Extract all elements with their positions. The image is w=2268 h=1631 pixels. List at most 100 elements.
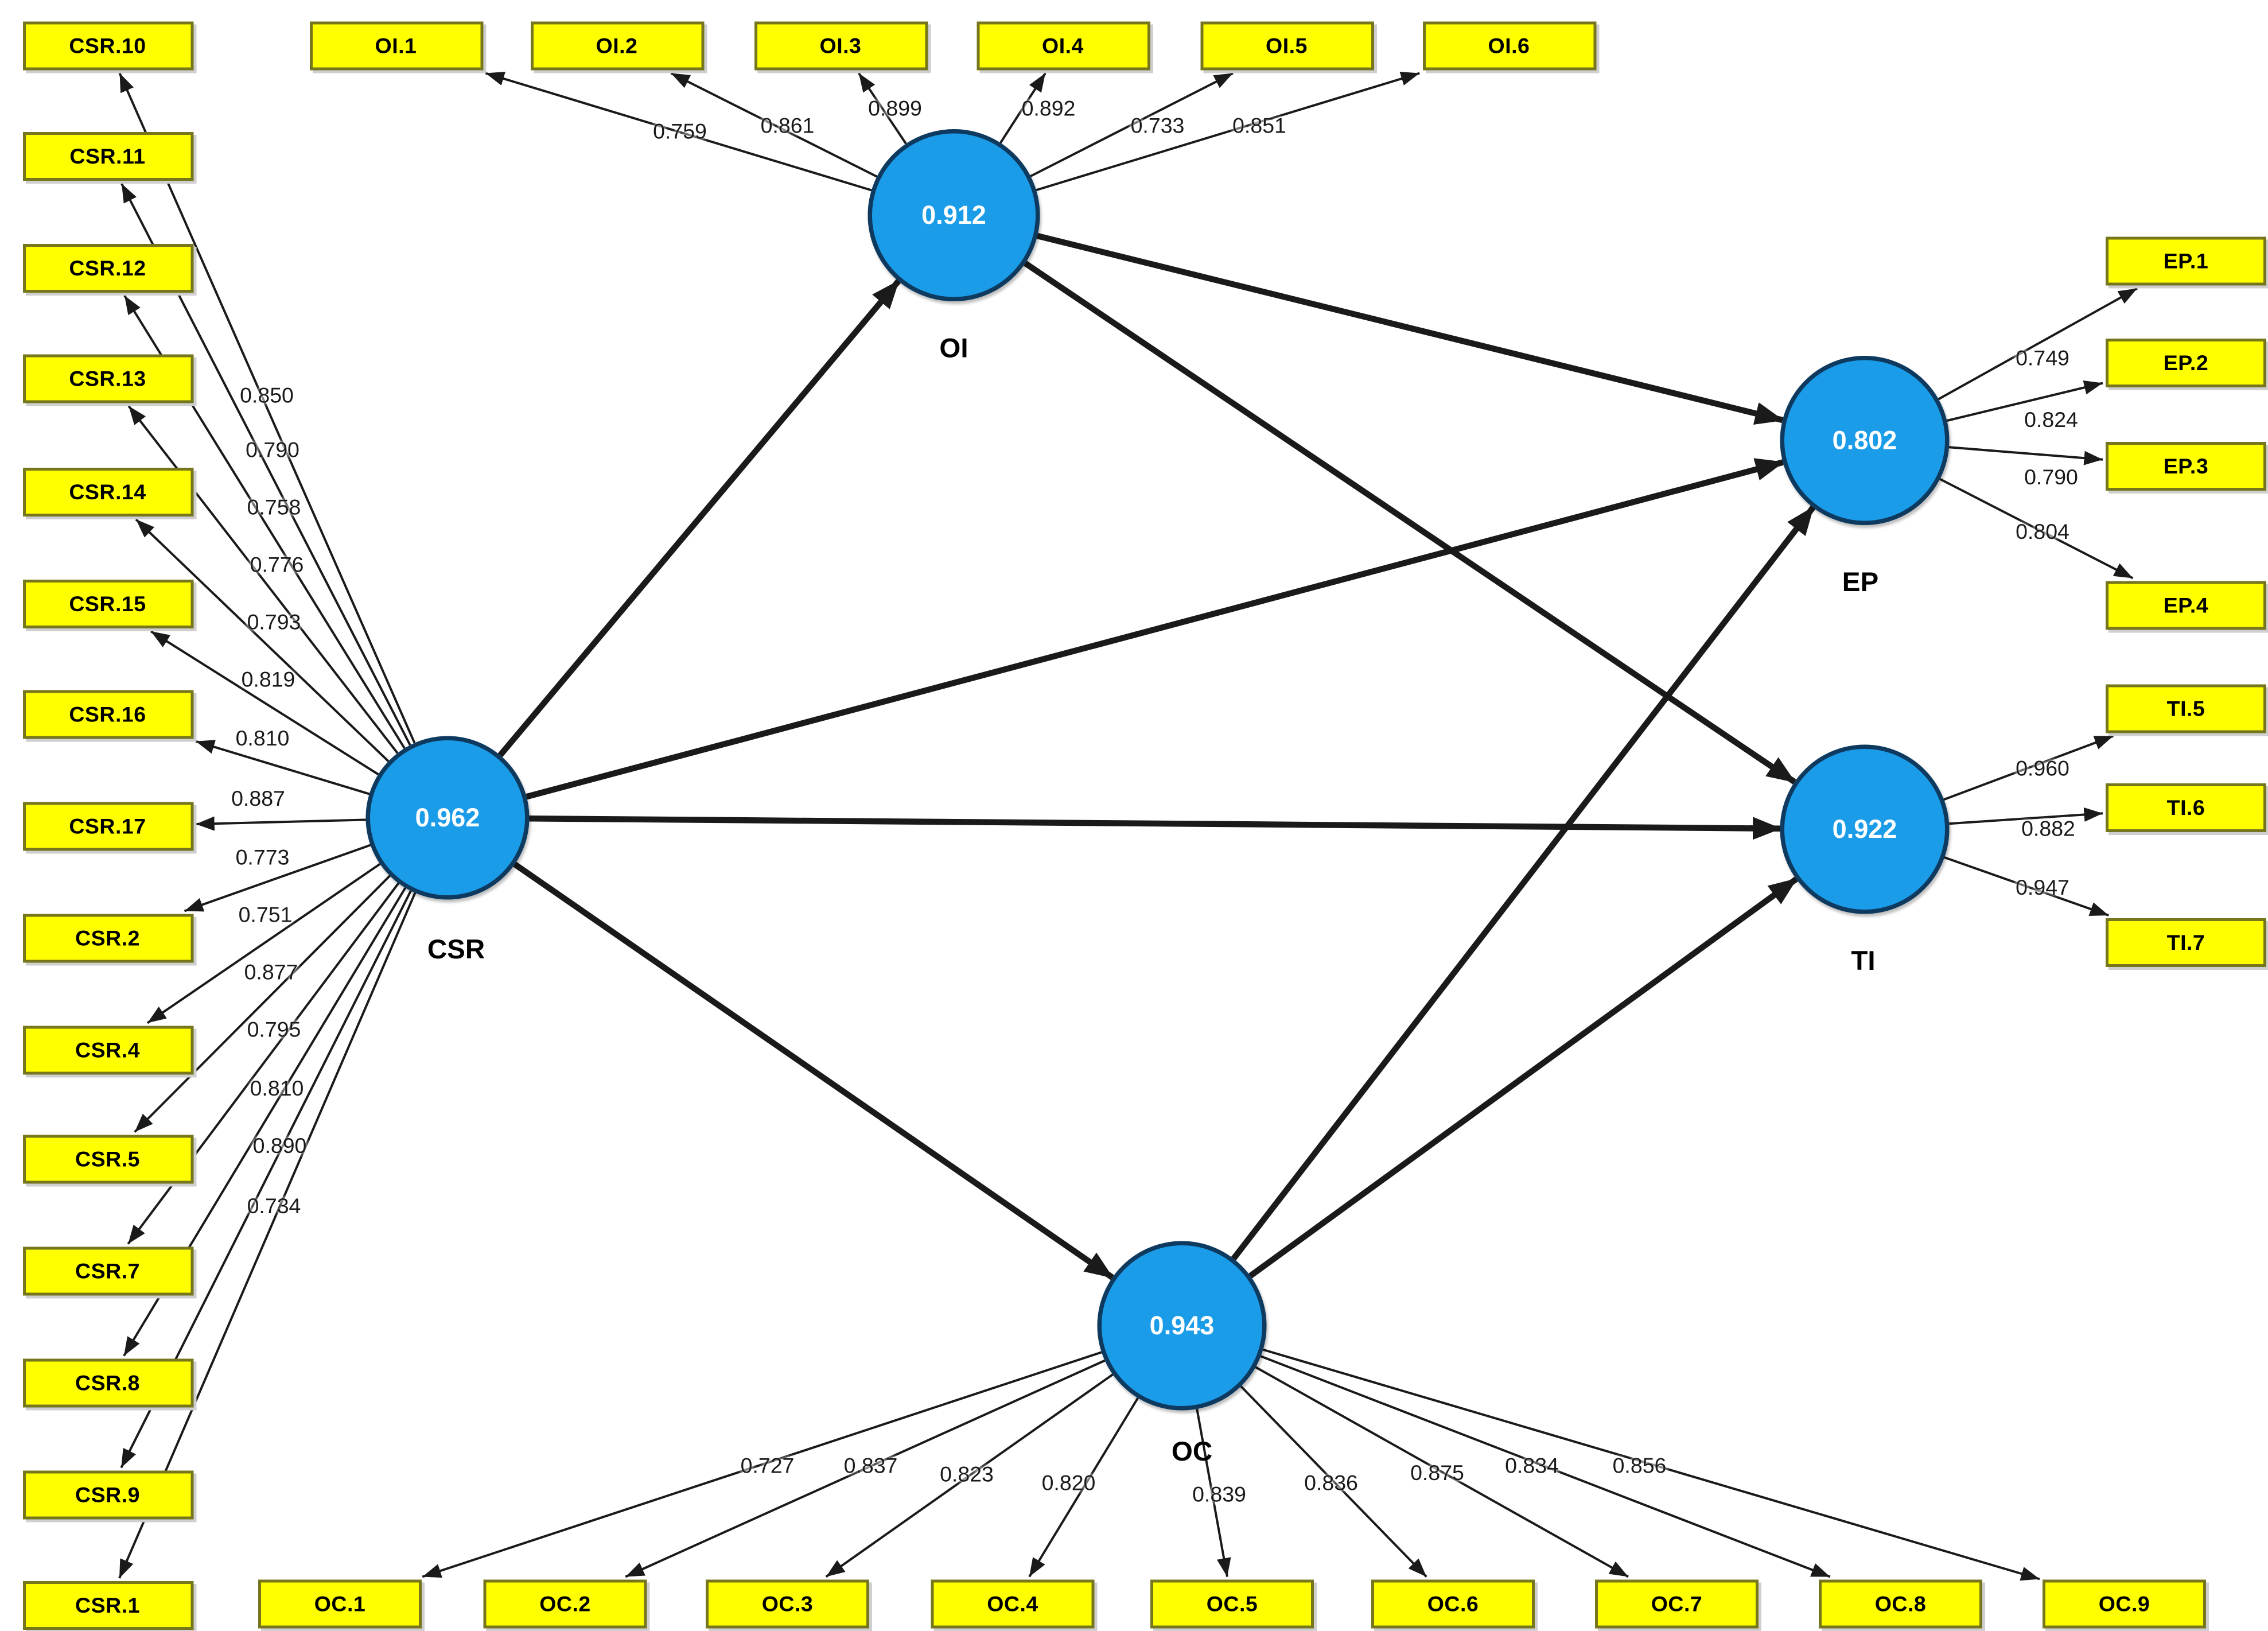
indicator-label: OC.7 [1651, 1591, 1703, 1617]
edge-CSR-CSR.14 [135, 518, 390, 762]
indicator-label: OI.6 [1488, 33, 1530, 59]
edge-EP-EP.4 [1939, 477, 2134, 580]
loading-label: 0.861 [760, 114, 815, 139]
indicator-OC.3[interactable]: OC.3 [706, 1579, 869, 1629]
loading-label: 0.882 [2021, 817, 2075, 842]
edge-CSR-CSR.16 [195, 740, 370, 795]
loading-label: 0.960 [2016, 756, 2069, 782]
indicator-CSR.9[interactable]: CSR.9 [22, 1470, 193, 1520]
indicator-EP.3[interactable]: EP.3 [2106, 442, 2266, 491]
loading-label: 0.823 [940, 1462, 994, 1488]
indicator-OC.2[interactable]: OC.2 [483, 1579, 647, 1629]
indicator-CSR.4[interactable]: CSR.4 [22, 1026, 193, 1075]
edge-OC-OC.1 [422, 1351, 1102, 1578]
indicator-CSR.11[interactable]: CSR.11 [22, 132, 193, 181]
indicator-EP.2[interactable]: EP.2 [2106, 339, 2266, 387]
construct-OC[interactable]: 0.943 [1097, 1241, 1267, 1411]
path-OI-EP[interactable] [1036, 232, 1784, 425]
indicator-CSR.8[interactable]: CSR.8 [22, 1358, 193, 1408]
edge-OI-OI.1 [485, 71, 872, 192]
edge-OC-OC.5 [1196, 1408, 1231, 1577]
construct-EP[interactable]: 0.802 [1780, 356, 1950, 525]
path-CSR-EP[interactable] [526, 458, 1784, 800]
loading-label: 0.899 [868, 96, 922, 122]
indicator-label: CSR.10 [69, 33, 146, 59]
indicator-OI.1[interactable]: OI.1 [309, 21, 483, 71]
construct-CSR[interactable]: 0.962 [365, 736, 530, 900]
edge-CSR-CSR.2 [184, 844, 371, 912]
indicator-OC.6[interactable]: OC.6 [1371, 1579, 1535, 1629]
edge-TI-TI.5 [1943, 735, 2114, 801]
path-CSR-TI[interactable] [529, 816, 1781, 840]
indicator-OI.5[interactable]: OI.5 [1200, 21, 1374, 71]
indicator-OC.7[interactable]: OC.7 [1595, 1579, 1759, 1629]
indicator-CSR.15[interactable]: CSR.15 [22, 580, 193, 628]
indicator-TI.5[interactable]: TI.5 [2106, 684, 2266, 733]
path-CSR-OC[interactable] [513, 861, 1114, 1280]
indicator-label: CSR.15 [69, 592, 146, 616]
indicator-EP.4[interactable]: EP.4 [2106, 581, 2266, 630]
indicator-OI.2[interactable]: OI.2 [530, 21, 704, 71]
indicator-label: OC.1 [314, 1591, 366, 1617]
indicator-label: OC.4 [987, 1591, 1038, 1617]
indicator-CSR.1[interactable]: CSR.1 [22, 1581, 193, 1630]
indicator-label: CSR.4 [75, 1038, 140, 1063]
indicator-CSR.13[interactable]: CSR.13 [22, 354, 193, 403]
construct-name-EP: EP [1842, 568, 1879, 599]
loading-label: 0.810 [235, 727, 290, 751]
construct-OI[interactable]: 0.912 [867, 129, 1040, 301]
edge-CSR-CSR.15 [150, 630, 379, 775]
indicator-TI.7[interactable]: TI.7 [2106, 918, 2266, 967]
indicator-CSR.7[interactable]: CSR.7 [22, 1246, 193, 1296]
indicator-label: TI.5 [2166, 696, 2205, 721]
loading-label: 0.758 [247, 495, 301, 521]
indicator-CSR.14[interactable]: CSR.14 [22, 468, 193, 517]
loading-label: 0.790 [246, 438, 299, 463]
indicator-OC.9[interactable]: OC.9 [2043, 1579, 2206, 1629]
indicator-EP.1[interactable]: EP.1 [2106, 236, 2266, 286]
indicator-OC.8[interactable]: OC.8 [1819, 1579, 1982, 1629]
path-OC-EP[interactable] [1231, 506, 1816, 1261]
edge-CSR-CSR.1 [118, 892, 417, 1579]
indicator-CSR.10[interactable]: CSR.10 [22, 21, 193, 71]
construct-name-OC: OC [1171, 1438, 1213, 1468]
indicator-CSR.16[interactable]: CSR.16 [22, 690, 193, 739]
construct-value: 0.912 [921, 200, 986, 229]
indicator-label: TI.6 [2166, 795, 2205, 820]
indicator-TI.6[interactable]: TI.6 [2106, 783, 2266, 832]
loading-label: 0.947 [2016, 876, 2069, 900]
loading-label: 0.877 [244, 960, 298, 985]
construct-TI[interactable]: 0.922 [1780, 744, 1950, 914]
indicator-label: EP.2 [2163, 351, 2209, 375]
indicator-label: OI.3 [819, 33, 862, 59]
indicator-OC.5[interactable]: OC.5 [1150, 1579, 1314, 1629]
indicator-CSR.17[interactable]: CSR.17 [22, 802, 193, 851]
path-OC-TI[interactable] [1248, 876, 1798, 1279]
path-CSR-OI[interactable] [497, 279, 901, 758]
loading-label: 0.836 [1304, 1471, 1358, 1496]
edge-EP-EP.1 [1938, 287, 2138, 401]
loading-label: 0.834 [1505, 1454, 1559, 1479]
indicator-OI.6[interactable]: OI.6 [1422, 21, 1596, 71]
construct-name-CSR: CSR [427, 935, 485, 966]
loading-label: 0.727 [740, 1454, 795, 1479]
indicator-OC.1[interactable]: OC.1 [258, 1579, 422, 1629]
loading-label: 0.734 [247, 1194, 301, 1219]
indicator-CSR.12[interactable]: CSR.12 [22, 244, 193, 293]
indicator-label: CSR.17 [69, 814, 146, 839]
indicator-OI.4[interactable]: OI.4 [976, 21, 1150, 71]
loading-label: 0.837 [843, 1454, 898, 1479]
indicator-label: CSR.16 [69, 702, 146, 727]
edge-OC-OC.4 [1028, 1397, 1139, 1578]
indicator-OI.3[interactable]: OI.3 [753, 21, 928, 71]
indicator-label: OC.3 [761, 1591, 814, 1617]
indicator-CSR.2[interactable]: CSR.2 [22, 914, 193, 963]
loading-label: 0.890 [252, 1134, 307, 1159]
loading-label: 0.824 [2024, 408, 2078, 433]
indicator-OC.4[interactable]: OC.4 [931, 1579, 1095, 1629]
edge-OC-OC.3 [825, 1373, 1114, 1578]
edge-OI-OI.5 [1030, 72, 1234, 177]
indicator-CSR.5[interactable]: CSR.5 [22, 1135, 193, 1184]
loading-label: 0.790 [2024, 465, 2078, 490]
